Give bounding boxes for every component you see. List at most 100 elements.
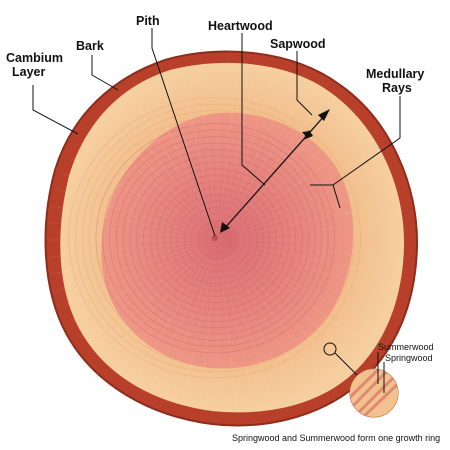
medullary-ray xyxy=(232,253,345,351)
medullary-ray xyxy=(229,106,319,224)
medullary-ray xyxy=(70,157,201,231)
medullary-ray xyxy=(51,243,199,275)
medullary-ray xyxy=(236,172,374,233)
medullary-ray xyxy=(80,251,202,338)
medullary-ray xyxy=(132,257,209,384)
growth-ring xyxy=(75,103,355,373)
bark-label: Bark xyxy=(76,39,104,53)
medullary-ray-marker-2 xyxy=(332,184,341,209)
medullary-ray xyxy=(80,142,202,229)
growth-ring xyxy=(129,155,303,322)
growth-ring xyxy=(102,129,329,347)
medullary-ray xyxy=(199,259,217,405)
medullary-ray xyxy=(223,258,271,398)
springwood-label: Springwood xyxy=(385,353,433,363)
medullary-ray xyxy=(91,253,204,351)
heartwood-layer xyxy=(101,112,354,369)
sapwood-leader xyxy=(296,51,313,116)
medullary-ray xyxy=(236,245,380,292)
medullary-ray xyxy=(70,249,201,323)
medullary-ray xyxy=(199,75,217,221)
bark-leader xyxy=(91,55,119,91)
pith-label: Pith xyxy=(136,14,160,28)
medullary-label-line2: Rays xyxy=(382,81,412,95)
medullary-label-line1: Medullary xyxy=(366,67,424,81)
medullary-ray xyxy=(56,188,200,235)
growth-ring xyxy=(95,123,336,354)
medullary-ray xyxy=(91,129,204,227)
medullary-ray xyxy=(165,82,213,222)
medullary-ray xyxy=(237,241,388,258)
medullary-ray xyxy=(225,89,288,222)
medullary-ray xyxy=(117,256,207,374)
growth-ring xyxy=(115,142,316,335)
sapwood-label: Sapwood xyxy=(270,37,326,51)
arrow-head-inner xyxy=(220,222,230,233)
growth-rings xyxy=(68,97,361,379)
summerwood-label: Summerwood xyxy=(378,342,434,352)
pith-leader xyxy=(151,28,216,237)
medullary-ray xyxy=(104,254,205,363)
growth-ring xyxy=(81,110,349,366)
arrow-head-outer xyxy=(318,109,330,121)
medullary-ray xyxy=(48,241,199,258)
medullary-ray xyxy=(62,172,200,233)
medullary-ray xyxy=(148,258,211,391)
medullary-ray xyxy=(234,251,356,338)
medullary-ray xyxy=(51,205,199,237)
medullary-ray xyxy=(227,96,304,223)
medullary-ray xyxy=(221,78,254,221)
medullary-ray xyxy=(132,96,209,223)
medullary-ray xyxy=(235,249,366,323)
medullary-ray xyxy=(236,247,374,308)
medullary-ray xyxy=(219,75,237,221)
medullary-ray xyxy=(234,142,356,229)
zoom-connector xyxy=(334,352,358,376)
medullary-ray xyxy=(225,258,288,391)
growth-ring xyxy=(204,226,232,253)
medullary-ray xyxy=(223,82,271,222)
medullary-ray xyxy=(231,254,332,363)
zoom-source-circle xyxy=(323,342,337,356)
medullary-ray xyxy=(237,222,388,239)
medullary-ray xyxy=(227,257,304,384)
heartwood-label: Heartwood xyxy=(208,19,273,33)
medullary-leader xyxy=(332,96,401,186)
growth-ring xyxy=(149,174,284,304)
cambium-label-line2: Layer xyxy=(12,65,45,79)
cambium-label-line1: Cambium xyxy=(6,51,63,65)
growth-ring xyxy=(88,116,342,360)
medullary-rays xyxy=(48,75,388,405)
medullary-ray xyxy=(48,222,199,239)
growth-ring xyxy=(210,233,225,247)
medullary-ray xyxy=(229,256,319,374)
medullary-ray xyxy=(56,245,200,292)
medullary-ray xyxy=(237,243,385,275)
medullary-ray xyxy=(148,89,211,222)
medullary-ray xyxy=(219,259,237,405)
medullary-ray xyxy=(182,78,215,221)
caption: Springwood and Summerwood form one growt… xyxy=(232,433,440,443)
cambium-leader xyxy=(32,85,79,135)
medullary-ray xyxy=(231,117,332,226)
zoomed-growth-ring xyxy=(349,368,399,418)
medullary-ray xyxy=(235,157,366,231)
growth-ring xyxy=(176,200,258,279)
growth-ring xyxy=(163,187,271,291)
arrow-head-mid-b xyxy=(303,130,313,140)
growth-ring xyxy=(183,207,251,272)
medullary-ray xyxy=(117,106,207,224)
medullary-ray xyxy=(182,259,215,402)
medullary-ray xyxy=(236,188,380,235)
medullary-ray xyxy=(221,259,254,402)
medullary-ray xyxy=(104,117,205,226)
growth-ring xyxy=(170,194,264,285)
growth-ring xyxy=(68,97,361,379)
medullary-ray xyxy=(165,258,213,398)
growth-ring xyxy=(156,181,277,297)
medullary-ray xyxy=(62,247,200,308)
growth-ring xyxy=(122,149,310,329)
medullary-ray xyxy=(232,129,345,227)
growth-ring xyxy=(109,136,323,341)
